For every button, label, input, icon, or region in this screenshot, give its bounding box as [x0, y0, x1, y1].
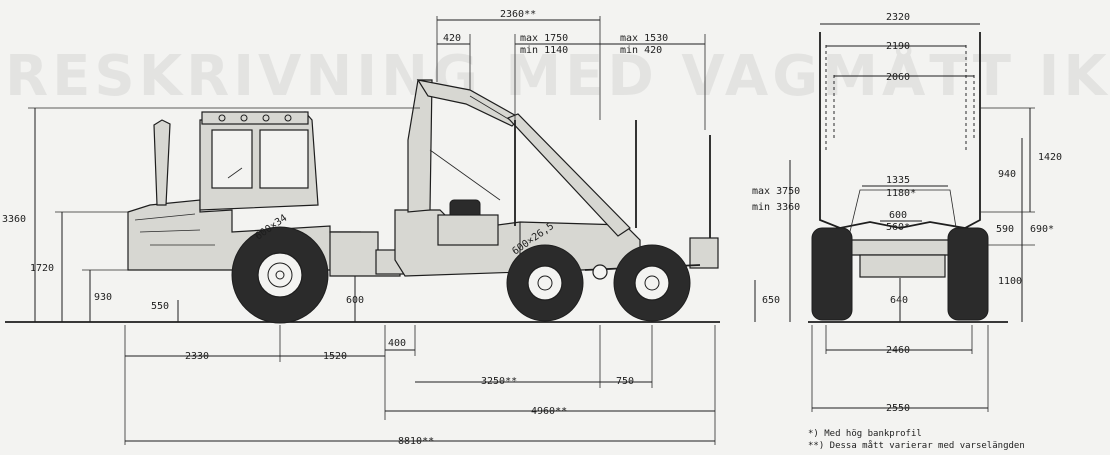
footnote-1: *) Med hög bankprofil	[808, 429, 922, 439]
footnote-2: **) Dessa mått varierar med varselängden	[808, 440, 1025, 450]
clearance-550: 550	[151, 301, 169, 312]
load-height-min: min 3360	[752, 202, 800, 213]
dim-2330: 2330	[185, 351, 209, 362]
dim-3250: 3250**	[481, 376, 517, 387]
dim-2360: 2360**	[500, 9, 536, 20]
height-940: 940	[998, 169, 1016, 180]
bunk-width-1335: 1335	[886, 175, 910, 186]
height-1720: 1720	[30, 263, 54, 274]
dim-min-420: min 420	[620, 45, 662, 56]
clearance-600: 600	[346, 295, 364, 306]
width-2320: 2320	[886, 12, 910, 23]
side-view-dimensions: 3360 1720 930 550 600 650 2360** 420 max…	[2, 9, 800, 447]
bunk-width-560: 560*	[886, 222, 910, 233]
height-1420: 1420	[1038, 152, 1062, 163]
height-3360: 3360	[2, 214, 26, 225]
dim-750: 750	[616, 376, 634, 387]
dim-8810: 8810**	[398, 436, 434, 447]
load-height-max: max 3750	[752, 186, 800, 197]
width-2060: 2060	[886, 72, 910, 83]
dim-max-1530: max 1530	[620, 33, 668, 44]
forwarder-side-view: 600×34 600×26,5	[127, 79, 719, 324]
overall-width-2550: 2550	[886, 403, 910, 414]
dim-1520: 1520	[323, 351, 347, 362]
forwarder-rear-view: 2320 2190 2060 1335 1180* 600 560* 640 1…	[808, 12, 1062, 414]
clearance-650: 650	[762, 295, 780, 306]
dim-min-1140: min 1140	[520, 45, 568, 56]
height-690: 690*	[1030, 224, 1054, 235]
dim-420: 420	[443, 33, 461, 44]
bunk-width-600: 600	[889, 210, 907, 221]
bunk-width-1180: 1180*	[886, 188, 916, 199]
dim-max-1750: max 1750	[520, 33, 568, 44]
axle-width-640: 640	[890, 295, 908, 306]
dim-4960: 4960**	[531, 406, 567, 417]
dim-400: 400	[388, 338, 406, 349]
height-1100: 1100	[998, 276, 1022, 287]
height-930: 930	[94, 292, 112, 303]
width-2190: 2190	[886, 41, 910, 52]
height-590: 590	[996, 224, 1014, 235]
track-width-2460: 2460	[886, 345, 910, 356]
